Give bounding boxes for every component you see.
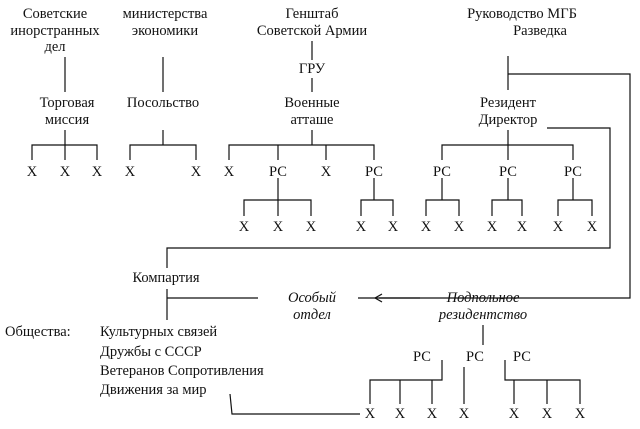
society-friendship: Дружбы с СССР — [100, 344, 202, 360]
agent-x: X — [509, 406, 520, 422]
agent-x: X — [321, 164, 332, 180]
special-dept-line-1: Особый — [288, 290, 337, 306]
agent-x: X — [365, 406, 376, 422]
agent-x: X — [273, 219, 284, 235]
ministries-line-3: дел — [44, 39, 65, 55]
rs-node: РС — [365, 164, 383, 180]
agent-x: X — [356, 219, 367, 235]
second-level-labels: Торговая миссия Посольство Военные атташ… — [40, 95, 538, 128]
embassy-label: Посольство — [127, 95, 199, 111]
rs-node: РС — [269, 164, 287, 180]
ministries-line-1: Советские — [23, 6, 87, 22]
rs-node: РС — [413, 349, 431, 365]
special-dept-line-2: отдел — [293, 307, 331, 323]
rs-node: РС — [433, 164, 451, 180]
rs-node: РС — [499, 164, 517, 180]
agent-x: X — [224, 164, 235, 180]
agent-x: X — [60, 164, 71, 180]
agent-x: X — [395, 406, 406, 422]
ministries-economy-line-1: министерства — [123, 6, 208, 22]
agent-x: X — [239, 219, 250, 235]
agent-x: X — [427, 406, 438, 422]
agent-x: X — [92, 164, 103, 180]
agent-x: X — [306, 219, 317, 235]
agent-x: X — [459, 406, 470, 422]
trade-mission-line-1: Торговая — [40, 95, 95, 111]
communist-party-label: Компартия — [132, 270, 199, 286]
agent-x: X — [191, 164, 202, 180]
agent-x: X — [542, 406, 553, 422]
tier-2-nodes: X X X X X X X X X X X — [239, 219, 598, 235]
rs-node: РС — [466, 349, 484, 365]
agent-x: X — [388, 219, 399, 235]
trade-mission-line-2: миссия — [45, 112, 90, 128]
agent-x: X — [454, 219, 465, 235]
agent-x: X — [587, 219, 598, 235]
society-veterans: Ветеранов Сопротивления — [100, 363, 264, 379]
lower-section: Компартия Особый отдел Подпольное резиде… — [5, 270, 586, 422]
agent-x: X — [575, 406, 586, 422]
agent-x: X — [553, 219, 564, 235]
agent-x: X — [487, 219, 498, 235]
rs-node: РС — [513, 349, 531, 365]
agent-x: X — [517, 219, 528, 235]
header-labels: Советские инорстранных дел министерства … — [10, 6, 577, 77]
mgb-line-2: Разведка — [513, 23, 567, 39]
societies-label: Общества: — [5, 324, 71, 340]
society-cultural: Культурных связей — [100, 324, 217, 340]
underground-residency-line-1: Подпольное — [446, 290, 520, 306]
ministries-economy-line-2: экономики — [132, 23, 198, 39]
resident-line-2: Директор — [479, 112, 538, 128]
underground-residency-line-2: резидентство — [438, 307, 527, 323]
agent-x: X — [421, 219, 432, 235]
general-staff-line-2: Советской Армии — [257, 23, 367, 39]
tier-1-nodes: X X X X X X РС X РС РС РС РС — [27, 164, 582, 180]
military-attache-line-1: Военные — [284, 95, 339, 111]
gru-label: ГРУ — [299, 61, 326, 77]
mgb-line-1: Руководство МГБ — [467, 6, 577, 22]
connectors-top — [31, 41, 631, 299]
agent-x: X — [125, 164, 136, 180]
military-attache-line-2: атташе — [291, 112, 334, 128]
ministries-line-2: инорстранных — [10, 23, 100, 39]
general-staff-line-1: Генштаб — [286, 6, 339, 22]
agent-x: X — [27, 164, 38, 180]
rs-node: РС — [564, 164, 582, 180]
resident-line-1: Резидент — [480, 95, 537, 111]
society-peace: Движения за мир — [100, 382, 207, 398]
